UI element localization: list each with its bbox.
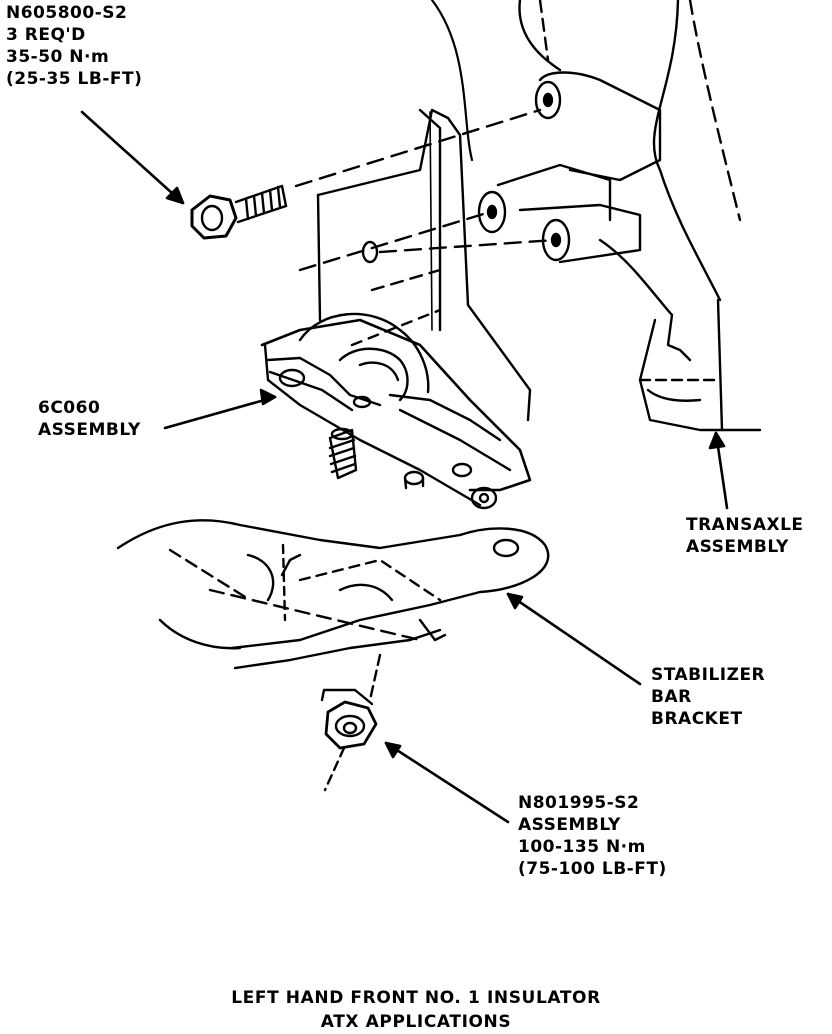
bolt-torque-imperial: (25-35 LB-FT) — [6, 69, 143, 89]
bolt-part-number: N605800-S2 — [6, 3, 128, 23]
leader-arrows — [80, 110, 729, 824]
bracket-label-line1: STABILIZER — [651, 665, 766, 685]
transaxle-assembly-drawing — [430, 0, 762, 432]
bracket-label-line2: BAR — [651, 687, 692, 707]
nut-drawing — [320, 688, 378, 792]
bolt-torque-metric: 35-50 N·m — [6, 47, 110, 67]
bracket-callout: STABILIZER BAR BRACKET — [651, 664, 765, 730]
transaxle-callout: TRANSAXLE ASSEMBLY — [686, 514, 804, 558]
bracket-label-line3: BRACKET — [651, 709, 743, 729]
caption-line2: ATX APPLICATIONS — [320, 1012, 512, 1032]
stabilizer-bar-bracket-drawing — [116, 519, 550, 702]
transaxle-label-line1: TRANSAXLE — [686, 515, 804, 535]
nut-torque-metric: 100-135 N·m — [518, 837, 646, 857]
transaxle-label-line2: ASSEMBLY — [686, 537, 789, 557]
caption-line1: LEFT HAND FRONT NO. 1 INSULATOR — [231, 988, 601, 1008]
insulator-callout: 6C060 ASSEMBLY — [38, 397, 141, 441]
insulator-part-number: 6C060 — [38, 398, 101, 418]
nut-callout: N801995-S2 ASSEMBLY 100-135 N·m (75-100 … — [518, 792, 667, 880]
insulator-label: ASSEMBLY — [38, 420, 141, 440]
figure-caption: LEFT HAND FRONT NO. 1 INSULATOR ATX APPL… — [0, 986, 832, 1034]
mounting-bracket-drawing — [316, 108, 532, 422]
bolt-drawing — [190, 108, 557, 272]
nut-torque-imperial: (75-100 LB-FT) — [518, 859, 667, 879]
nut-label: ASSEMBLY — [518, 815, 621, 835]
nut-part-number: N801995-S2 — [518, 793, 640, 813]
insulator-assembly-drawing — [260, 312, 532, 510]
bolt-callout: N605800-S2 3 REQ'D 35-50 N·m (25-35 LB-F… — [6, 2, 142, 90]
bolt-quantity: 3 REQ'D — [6, 25, 86, 45]
